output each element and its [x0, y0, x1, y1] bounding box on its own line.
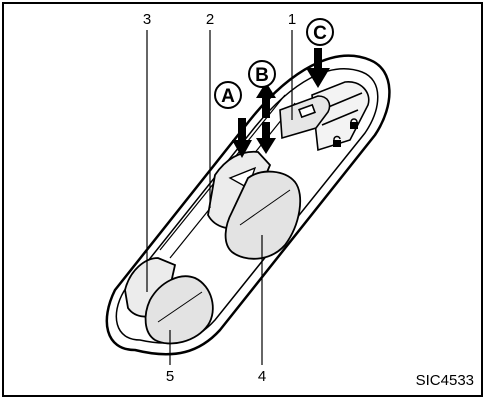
callout-3: 3 [143, 11, 151, 28]
figure-code: SIC4533 [416, 372, 474, 389]
leader-lines [146, 30, 293, 365]
label-a: A [214, 81, 242, 109]
unlock-icon [333, 135, 341, 147]
label-b-text: B [255, 65, 269, 86]
label-a-text: A [221, 86, 235, 107]
arrow-a [232, 118, 252, 158]
label-c-text: C [313, 23, 327, 44]
label-c: C [306, 18, 334, 46]
callout-1: 1 [288, 11, 296, 28]
lock-icon [350, 118, 358, 129]
arrow-b [256, 82, 276, 154]
label-b: B [248, 60, 276, 88]
callout-2: 2 [206, 11, 214, 28]
passenger-window-switch [224, 170, 302, 260]
arrow-c [306, 48, 330, 88]
rear-right-window-switch [144, 275, 214, 345]
callout-5: 5 [166, 368, 174, 385]
callout-4: 4 [258, 368, 266, 385]
